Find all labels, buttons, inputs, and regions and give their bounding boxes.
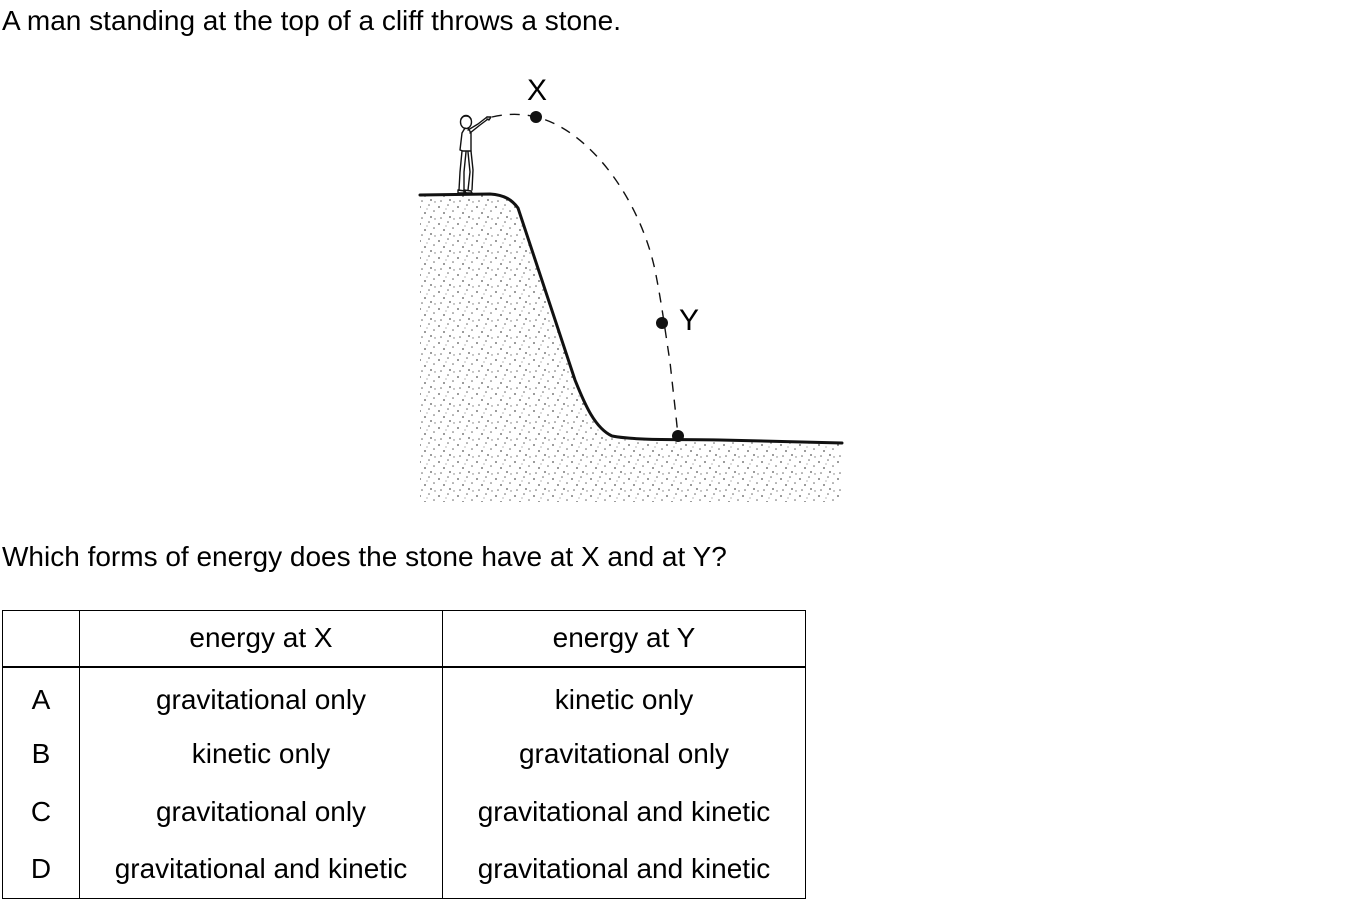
intro-text: A man standing at the top of a cliff thr… (2, 5, 621, 36)
option-letter: D (2, 840, 80, 899)
table-row: B kinetic only gravitational only (2, 724, 806, 783)
energy-at-y-cell: kinetic only (442, 666, 806, 725)
landing-point-marker (672, 430, 684, 442)
option-letter: B (2, 724, 80, 783)
question-text: Which forms of energy does the stone hav… (2, 541, 727, 572)
energy-at-x-cell: gravitational only (79, 782, 443, 841)
energy-at-x-cell: gravitational and kinetic (79, 840, 443, 899)
option-letter: A (2, 666, 80, 725)
energy-at-x-cell: gravitational only (79, 666, 443, 725)
point-x-label: X (527, 74, 547, 107)
header-energy-at-x: energy at X (79, 610, 443, 668)
table-row: D gravitational and kinetic gravitationa… (2, 840, 806, 899)
answer-table: energy at X energy at Y A gravitational … (2, 610, 806, 899)
table-row: A gravitational only kinetic only (2, 666, 806, 725)
table-header-row: energy at X energy at Y (2, 610, 806, 668)
option-letter: C (2, 782, 80, 841)
energy-at-y-cell: gravitational and kinetic (442, 782, 806, 841)
man-figure (457, 114, 492, 194)
header-energy-at-y: energy at Y (442, 610, 806, 668)
cliff-rock (420, 194, 842, 502)
table-row: C gravitational only gravitational and k… (2, 782, 806, 841)
point-y-label: Y (679, 304, 699, 337)
point-x-marker (530, 111, 542, 123)
energy-at-y-cell: gravitational and kinetic (442, 840, 806, 899)
energy-at-x-cell: kinetic only (79, 724, 443, 783)
header-blank-cell (2, 610, 80, 668)
cliff-diagram: X Y (418, 74, 844, 502)
energy-at-y-cell: gravitational only (442, 724, 806, 783)
point-y-marker (656, 317, 668, 329)
